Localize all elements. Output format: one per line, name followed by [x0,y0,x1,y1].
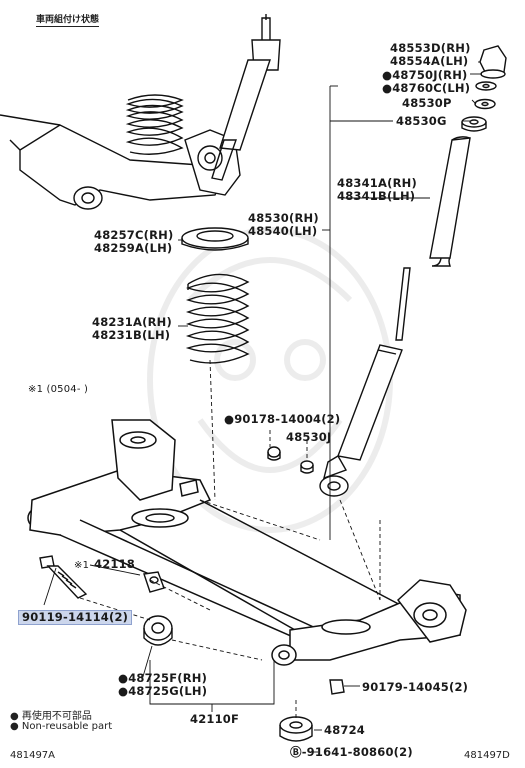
label-48530[interactable]: 48530(RH) [248,211,319,225]
label-48750J[interactable]: ●48750J(RH) [382,68,468,82]
label-90178[interactable]: ●90178-14004(2) [224,412,341,426]
label-48553D[interactable]: 48553D(RH) [390,41,471,55]
legend-jp: ● 再使用不可部品 [10,711,92,722]
label-90119-highlighted[interactable]: 90119-14114(2) [18,610,133,625]
label-48724[interactable]: 48724 [324,723,366,737]
label-90179[interactable]: 90179-14045(2) [362,680,469,694]
label-48257C[interactable]: 48257C(RH) [94,228,174,242]
axle-beam [27,419,467,666]
label-48554A[interactable]: 48554A(LH) [390,54,469,68]
label-48231A[interactable]: 48231A(RH) [92,315,172,329]
label-48341B[interactable]: 48341B(LH) [337,189,416,203]
label-42110F[interactable]: 42110F [190,712,240,726]
label-91641[interactable]: Ⓑ-91641-80860(2) [290,745,413,759]
note-1-mark: ※1 [74,560,90,571]
label-48259A[interactable]: 48259A(LH) [94,241,173,255]
label-48760C[interactable]: ●48760C(LH) [382,81,471,95]
inset-assembly [0,14,281,210]
leader-lines [43,61,482,753]
label-48341A[interactable]: 48341A(RH) [337,176,417,190]
label-42118[interactable]: 42118 [94,557,136,571]
label-48540[interactable]: 48540(LH) [248,224,318,238]
label-48530P[interactable]: 48530P [402,96,452,110]
note-1-date-range: ※1 (0504- ) [28,384,89,395]
label-48530G[interactable]: 48530G [396,114,447,128]
shock-column [319,45,507,497]
legend-en: ● Non-reusable part [10,721,113,732]
label-48725F[interactable]: ●48725F(RH) [118,671,208,685]
label-48231B[interactable]: 48231B(LH) [92,328,171,342]
header-note: 車両組付け状態 [36,12,100,27]
diagram-id-right: 481497D [464,750,510,761]
diagram-id-left: 481497A [10,750,56,761]
spring-group [181,227,250,364]
label-48725G[interactable]: ●48725G(LH) [118,684,208,698]
small-parts [39,446,345,742]
label-48530J[interactable]: 48530J [286,430,332,444]
